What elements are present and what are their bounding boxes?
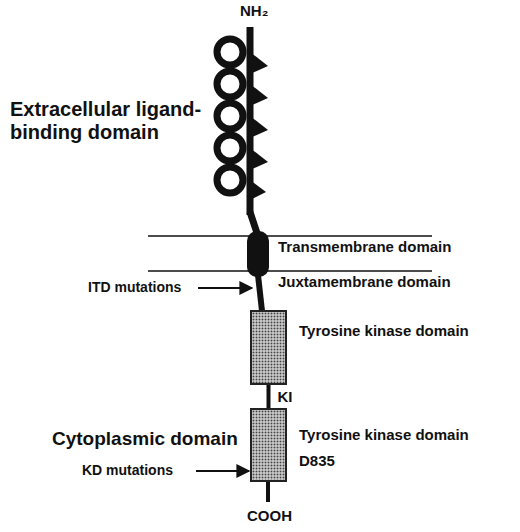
domain-label: Tyrosine kinase domain	[299, 322, 469, 339]
part-label: Extracellular ligand-binding domain	[10, 98, 215, 144]
transmembrane-segment	[247, 231, 269, 277]
ig-loop	[217, 71, 243, 97]
part-label: NH₂	[240, 2, 268, 19]
loop-wedge	[250, 52, 268, 74]
part-label: KD mutations	[82, 462, 173, 478]
membrane-line	[148, 235, 432, 237]
ig-loop	[217, 167, 243, 193]
domain-label: D835	[299, 452, 335, 469]
juxtamembrane-stem	[258, 275, 262, 311]
ig-loop	[217, 39, 243, 65]
part-label: ITD mutations	[88, 279, 181, 295]
kinase-box: Tyrosine kinase domainD835	[250, 408, 287, 482]
c-terminal-tail	[266, 481, 270, 502]
loop-wedge	[250, 116, 268, 138]
part-label: Transmembrane domain	[278, 238, 451, 255]
kinase-box: Tyrosine kinase domain	[250, 310, 287, 385]
loop-wedge	[250, 84, 268, 106]
loop-wedge	[250, 148, 268, 170]
ig-loop	[217, 135, 243, 161]
loop-wedge	[250, 180, 266, 200]
mutation-arrow	[198, 287, 252, 289]
part-label: Cytoplasmic domain	[52, 428, 238, 450]
domain-label: Tyrosine kinase domain	[299, 426, 469, 443]
part-label: Juxtamembrane domain	[278, 273, 451, 290]
ig-loops	[217, 39, 268, 200]
edge-label: KI	[278, 388, 293, 405]
part-label: COOH	[247, 507, 292, 524]
kinase-insert-link	[267, 385, 271, 408]
mutation-arrow	[196, 470, 249, 472]
membrane-line	[148, 270, 432, 272]
ig-loop	[217, 103, 243, 129]
